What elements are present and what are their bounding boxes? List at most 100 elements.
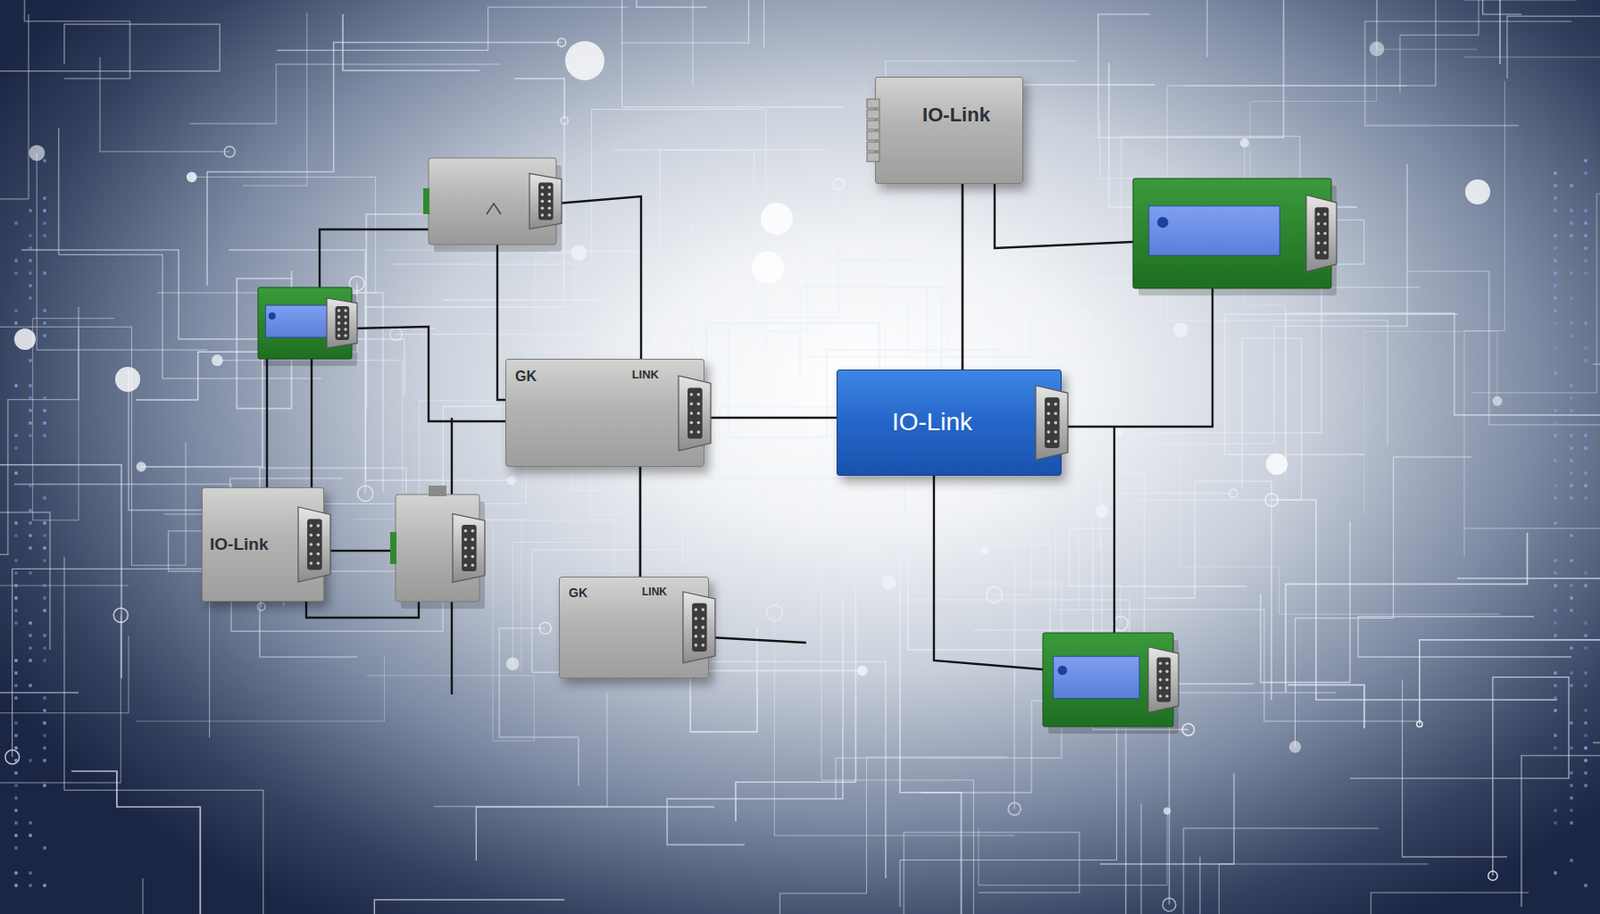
lcd-screen	[1149, 206, 1281, 256]
circuit-pad	[1162, 898, 1176, 912]
circuit-trace	[1100, 120, 1136, 179]
rib	[866, 152, 880, 162]
dsub-socket	[538, 182, 554, 220]
dot	[1553, 321, 1558, 325]
circuit-pad	[113, 608, 128, 623]
dot	[42, 196, 47, 200]
dot	[28, 383, 33, 388]
circuit-trace	[1260, 521, 1350, 683]
dot	[1583, 783, 1588, 788]
dsub-pin	[694, 634, 699, 639]
circuit-node	[1266, 453, 1288, 475]
dsub-pin	[694, 616, 699, 621]
dot	[1583, 271, 1588, 275]
circuit-trace	[904, 481, 1050, 686]
dot	[1583, 758, 1588, 763]
dsub-pin	[1054, 430, 1059, 434]
circuit-trace	[1224, 314, 1458, 455]
dot	[14, 533, 18, 538]
circuit-trace	[514, 78, 565, 121]
dsub-pin	[694, 625, 699, 630]
dot	[1569, 483, 1574, 488]
dsub-pin	[690, 420, 694, 425]
circuit-trace	[475, 807, 715, 861]
dot	[1569, 471, 1574, 475]
dsub-pin	[697, 401, 701, 406]
dot	[28, 396, 33, 400]
dot	[28, 408, 33, 413]
module-glyph	[486, 203, 501, 215]
circuit-trace	[0, 14, 29, 200]
dsub-pin	[541, 200, 545, 204]
wire	[933, 475, 1043, 670]
circuit-pad	[1095, 505, 1108, 517]
circuit-trace	[1365, 21, 1572, 126]
status-led	[268, 312, 276, 320]
circuit-trace	[24, 0, 130, 79]
dsub-pin	[1323, 222, 1326, 225]
circuit-trace	[1402, 679, 1508, 858]
dsub-pin	[471, 563, 475, 567]
circuit-pad	[29, 145, 44, 160]
circuit-trace	[666, 600, 843, 845]
circuit-pad	[766, 605, 784, 622]
dot	[1583, 171, 1588, 175]
dsub-pin	[1316, 232, 1320, 235]
dot	[14, 833, 18, 838]
dot	[42, 783, 47, 788]
circuit-trace	[1471, 54, 1600, 393]
dsub-socket	[691, 603, 708, 652]
dot	[42, 158, 47, 163]
dot	[1569, 783, 1574, 788]
circuit-trace	[1419, 578, 1600, 725]
circuit-trace	[14, 483, 443, 632]
dot	[1569, 671, 1574, 675]
rib	[866, 141, 880, 151]
dsub-socket	[1157, 658, 1172, 703]
dot	[1569, 608, 1574, 613]
dsub-pin	[1316, 250, 1320, 254]
devices	[258, 158, 1337, 734]
dsub-pin	[694, 643, 699, 648]
dot	[42, 271, 47, 275]
circuit-node	[115, 366, 141, 392]
dsub-pin	[548, 185, 552, 190]
dot	[1553, 196, 1558, 200]
dot	[1553, 246, 1558, 250]
circuit-pad	[212, 355, 223, 366]
dot	[28, 571, 33, 575]
dot	[14, 583, 18, 588]
dsub-socket	[307, 518, 323, 570]
dot	[42, 408, 47, 413]
device-label: IO-Link	[209, 535, 268, 555]
dot	[1569, 271, 1574, 275]
lcd-screen	[1053, 656, 1140, 699]
dot	[14, 683, 18, 688]
connector-port	[1035, 385, 1068, 460]
dot	[1569, 433, 1574, 438]
dsub-pin	[548, 213, 552, 217]
dot	[14, 571, 18, 575]
circuit-trace	[690, 628, 863, 733]
circuit-pad	[358, 485, 374, 501]
dot	[28, 633, 33, 638]
dot	[42, 546, 47, 550]
circuit-pad	[1492, 397, 1501, 406]
circuit-pad	[1241, 139, 1250, 148]
circuit-pad	[558, 38, 567, 47]
circuit-trace	[1592, 597, 1600, 743]
circuit-trace	[621, 0, 953, 43]
dot	[1583, 471, 1588, 475]
circuit-pad	[1077, 310, 1092, 325]
dsub-socket	[461, 525, 477, 572]
dot	[28, 433, 33, 438]
dot	[1553, 408, 1558, 413]
dsub-pin	[309, 542, 314, 547]
dot	[42, 883, 47, 888]
wire	[994, 183, 1134, 249]
dot	[1553, 183, 1558, 188]
circuit-trace	[682, 221, 808, 566]
link-cable	[961, 183, 965, 370]
dot	[1583, 483, 1588, 488]
